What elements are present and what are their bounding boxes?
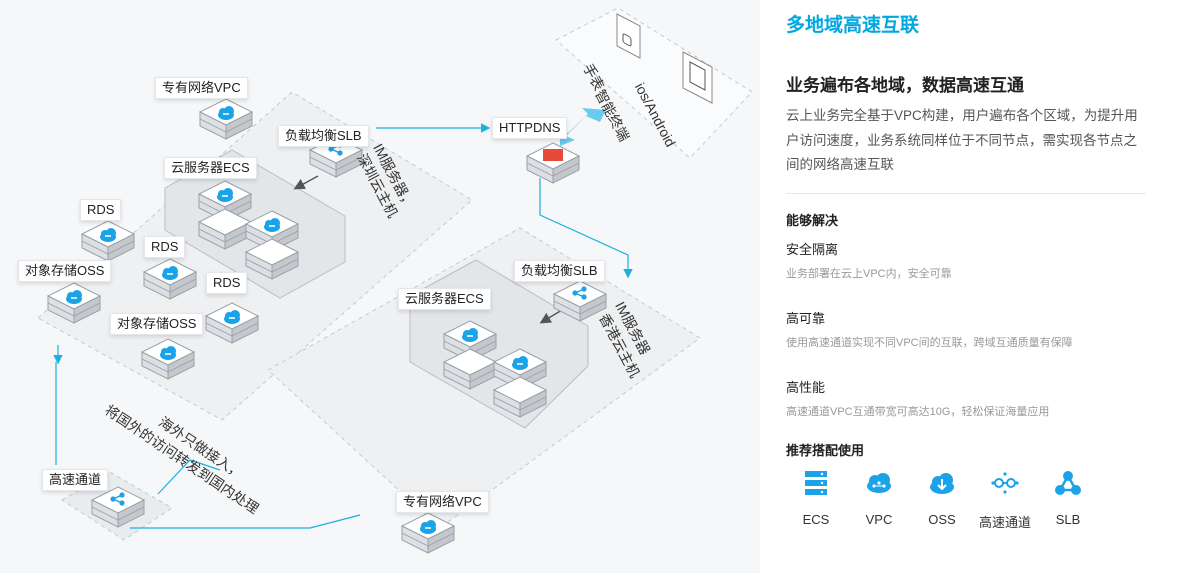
product-express-connect[interactable]: 高速通道 (973, 468, 1037, 531)
product-oss[interactable]: OSS (910, 468, 974, 527)
express-connect-icon (990, 468, 1020, 498)
product-label: ECS (802, 512, 830, 527)
panel-heading: 业务遍布各地域，数据高速互通 (786, 76, 1024, 95)
product-label: VPC (865, 512, 893, 527)
label-express-connect: 高速通道 (42, 469, 109, 491)
label-vpc-top: 专有网络VPC (155, 77, 248, 99)
panel-description: 云上业务完全基于VPC构建，用户遍布各个区域，为提升用户访问速度，业务系统同样位… (786, 108, 1138, 172)
feature-desc: 业务部署在云上VPC内，安全可靠 (786, 268, 952, 280)
architecture-diagram: 专有网络VPC 负载均衡SLB 云服务器ECS RDS RDS RDS 对象存储… (18, 7, 753, 554)
label-ecs-shenzhen: 云服务器ECS (164, 157, 257, 179)
label-oss-2: 对象存储OSS (110, 313, 204, 335)
feature-desc: 高速通道VPC互通带宽可高达10G，轻松保证海量应用 (786, 406, 1050, 418)
product-vpc[interactable]: VPC (847, 468, 911, 527)
slb-icon (1053, 468, 1083, 498)
label-oss-1: 对象存储OSS (18, 260, 112, 282)
region-terminal (555, 7, 753, 159)
divider (786, 193, 1146, 194)
label-rds-2: RDS (144, 236, 186, 258)
product-label: OSS (928, 512, 956, 527)
product-slb[interactable]: SLB (1036, 468, 1100, 527)
label-ecs-hongkong: 云服务器ECS (398, 288, 491, 310)
watch-icon (616, 13, 641, 59)
label-slb-shenzhen: 负载均衡SLB (278, 125, 369, 147)
product-label: 高速通道 (978, 515, 1031, 530)
label-rds-1: RDS (80, 199, 122, 221)
ecs-icon (801, 468, 831, 498)
solution-panel: 多地域高速互联 业务遍布各地域，数据高速互通 云上业务完全基于VPC构建，用户遍… (786, 0, 1158, 573)
label-slb-hongkong: 负载均衡SLB (514, 260, 605, 282)
label-httpdns: HTTPDNS (492, 117, 568, 139)
vpc-icon (864, 468, 894, 498)
feature-desc: 使用高速通道实现不同VPC间的互联，跨域互通质量有保障 (786, 337, 1073, 349)
label-vpc-bottom: 专有网络VPC (396, 491, 489, 513)
label-rds-3: RDS (206, 272, 248, 294)
feature-title: 高性能 (786, 380, 826, 395)
panel-title: 多地域高速互联 (786, 15, 920, 36)
oss-icon (927, 468, 957, 498)
recommend-title: 推荐搭配使用 (786, 443, 865, 458)
feature-title: 安全隔离 (786, 242, 839, 257)
feature-title: 高可靠 (786, 311, 826, 326)
capabilities-title: 能够解决 (786, 213, 839, 228)
phone-icon (682, 51, 713, 104)
product-label: SLB (1055, 512, 1081, 527)
product-ecs[interactable]: ECS (784, 468, 848, 527)
